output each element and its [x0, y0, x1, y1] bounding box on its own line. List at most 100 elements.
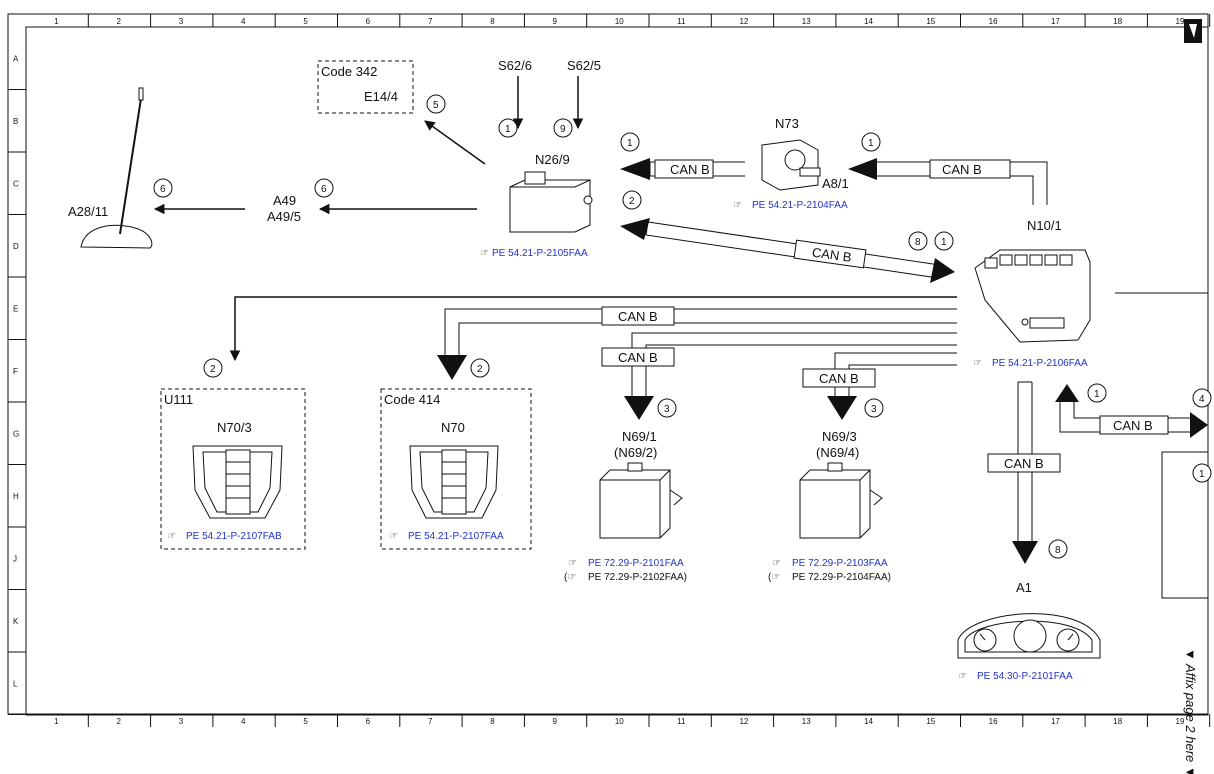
instrument-cluster-icon — [957, 613, 1101, 659]
grid-column-number: 9 — [553, 17, 558, 26]
grid-column-number: 8 — [490, 17, 495, 26]
ref-n70[interactable]: PE 54.21-P-2107FAA — [408, 531, 504, 542]
grid-column-number: 11 — [677, 17, 686, 26]
callout-2c: 2 — [470, 358, 490, 378]
svg-text:CAN B: CAN B — [1113, 418, 1153, 433]
callout-2a: 2 — [622, 190, 642, 210]
ref-icon: (☞ — [768, 572, 780, 583]
ref-icon: (☞ — [564, 572, 576, 583]
grid-column-number: 17 — [1051, 17, 1060, 26]
grid-column-number: 9 — [553, 717, 558, 726]
n69-1-module — [599, 462, 683, 539]
grid-row-letter: L — [13, 679, 18, 688]
grid-column-number: 16 — [989, 17, 998, 26]
grid-row-letter: B — [13, 117, 18, 126]
grid-column-number: 18 — [1113, 717, 1122, 726]
callout-4: 4 — [1192, 388, 1212, 408]
ref-n69-2[interactable]: PE 72.29-P-2102FAA) — [588, 572, 687, 583]
ref-icon: ☞ — [389, 531, 398, 542]
source-s62-5: S62/5 — [567, 58, 601, 73]
svg-text:4: 4 — [1199, 394, 1205, 405]
label-n10-1: N10/1 — [1027, 218, 1062, 233]
grid-row-letter: H — [13, 492, 19, 501]
ref-n69-4[interactable]: PE 72.29-P-2104FAA) — [792, 572, 891, 583]
can-bus-to-n69-1: CAN B — [601, 332, 957, 420]
grid-column-number: 10 — [615, 717, 624, 726]
label-n69-1: N69/1 — [622, 429, 657, 444]
callout-8a: 8 — [908, 231, 928, 251]
label-a49-5: A49/5 — [267, 209, 301, 224]
callout-2b: 2 — [203, 358, 223, 378]
svg-text:Code 342: Code 342 — [321, 64, 377, 79]
code-342-box: Code 342 E14/4 — [317, 60, 414, 114]
grid-column-number: 8 — [490, 717, 495, 726]
can-bus-to-n70: CAN B — [437, 306, 957, 380]
svg-text:2: 2 — [477, 364, 483, 375]
grid-column-number: 11 — [677, 717, 686, 726]
grid-column-number: 5 — [303, 717, 308, 726]
ref-n73[interactable]: PE 54.21-P-2104FAA — [752, 200, 848, 211]
ref-icon: ☞ — [973, 358, 982, 369]
grid-column-number: 3 — [179, 17, 184, 26]
grid-row-letter: C — [13, 179, 19, 188]
grid-column-number: 16 — [989, 717, 998, 726]
corner-icon — [1184, 19, 1202, 43]
can-bus-n26-n10: CAN B — [620, 218, 955, 283]
svg-text:2: 2 — [210, 364, 216, 375]
ref-icon: ☞ — [958, 671, 967, 682]
grid-row-letter: E — [13, 304, 18, 313]
svg-text:1: 1 — [505, 124, 511, 135]
label-a8-1: A8/1 — [822, 176, 849, 191]
grid-column-number: 19 — [1176, 17, 1185, 26]
grid-column-number: 4 — [241, 17, 246, 26]
grid-column-number: 14 — [864, 17, 873, 26]
grid-column-number: 14 — [864, 717, 873, 726]
callout-1f: 1 — [1192, 463, 1212, 483]
can-bus-to-page-2: CAN B — [1055, 384, 1208, 438]
u111-box: U111 N70/3 ☞ PE 54.21-P-2107FAB — [160, 388, 306, 550]
svg-text:1: 1 — [868, 138, 874, 149]
grid-row-letter: A — [13, 54, 19, 63]
grid-column-number: 2 — [116, 717, 121, 726]
control-panel-icon — [409, 445, 499, 519]
grid-row-letter: F — [13, 367, 18, 376]
grid-column-number: 1 — [54, 717, 59, 726]
callout-1c: 1 — [861, 132, 881, 152]
svg-text:3: 3 — [871, 404, 877, 415]
ref-n70-3[interactable]: PE 54.21-P-2107FAB — [186, 531, 282, 542]
label-n73: N73 — [775, 116, 799, 131]
frame — [7, 13, 1209, 716]
grid-row-letter: G — [13, 429, 19, 438]
ref-n69-3[interactable]: PE 72.29-P-2103FAA — [792, 558, 888, 569]
svg-text:U111: U111 — [164, 392, 193, 407]
ref-icon: ☞ — [480, 248, 489, 259]
grid-column-number: 4 — [241, 717, 246, 726]
ref-a1[interactable]: PE 54.30-P-2101FAA — [977, 671, 1073, 682]
ref-n69-1[interactable]: PE 72.29-P-2101FAA — [588, 558, 684, 569]
callout-8b: 8 — [1048, 539, 1068, 559]
callout-6b: 6 — [314, 178, 334, 198]
grid-column-number: 19 — [1176, 717, 1185, 726]
grid-column-number: 6 — [366, 17, 371, 26]
callout-9: 9 — [553, 118, 573, 138]
svg-text:6: 6 — [321, 184, 327, 195]
grid-column-number: 5 — [303, 17, 308, 26]
svg-text:2: 2 — [629, 196, 635, 207]
ref-n10-1[interactable]: PE 54.21-P-2106FAA — [992, 358, 1088, 369]
n10-1-module — [974, 249, 1091, 343]
svg-text:1: 1 — [1094, 389, 1100, 400]
callout-1: 1 — [498, 118, 518, 138]
label-n26-9: N26/9 — [535, 152, 570, 167]
n26-9-module — [509, 171, 593, 233]
svg-text:1: 1 — [941, 237, 947, 248]
ref-icon: ☞ — [167, 531, 176, 542]
grid-row-letter: K — [13, 617, 19, 626]
ref-n26-9[interactable]: PE 54.21-P-2105FAA — [492, 248, 588, 259]
grid-column-number: 12 — [739, 717, 748, 726]
svg-text:N70: N70 — [441, 420, 465, 435]
grid-column-number: 13 — [802, 17, 811, 26]
svg-text:CAN B: CAN B — [618, 309, 658, 324]
